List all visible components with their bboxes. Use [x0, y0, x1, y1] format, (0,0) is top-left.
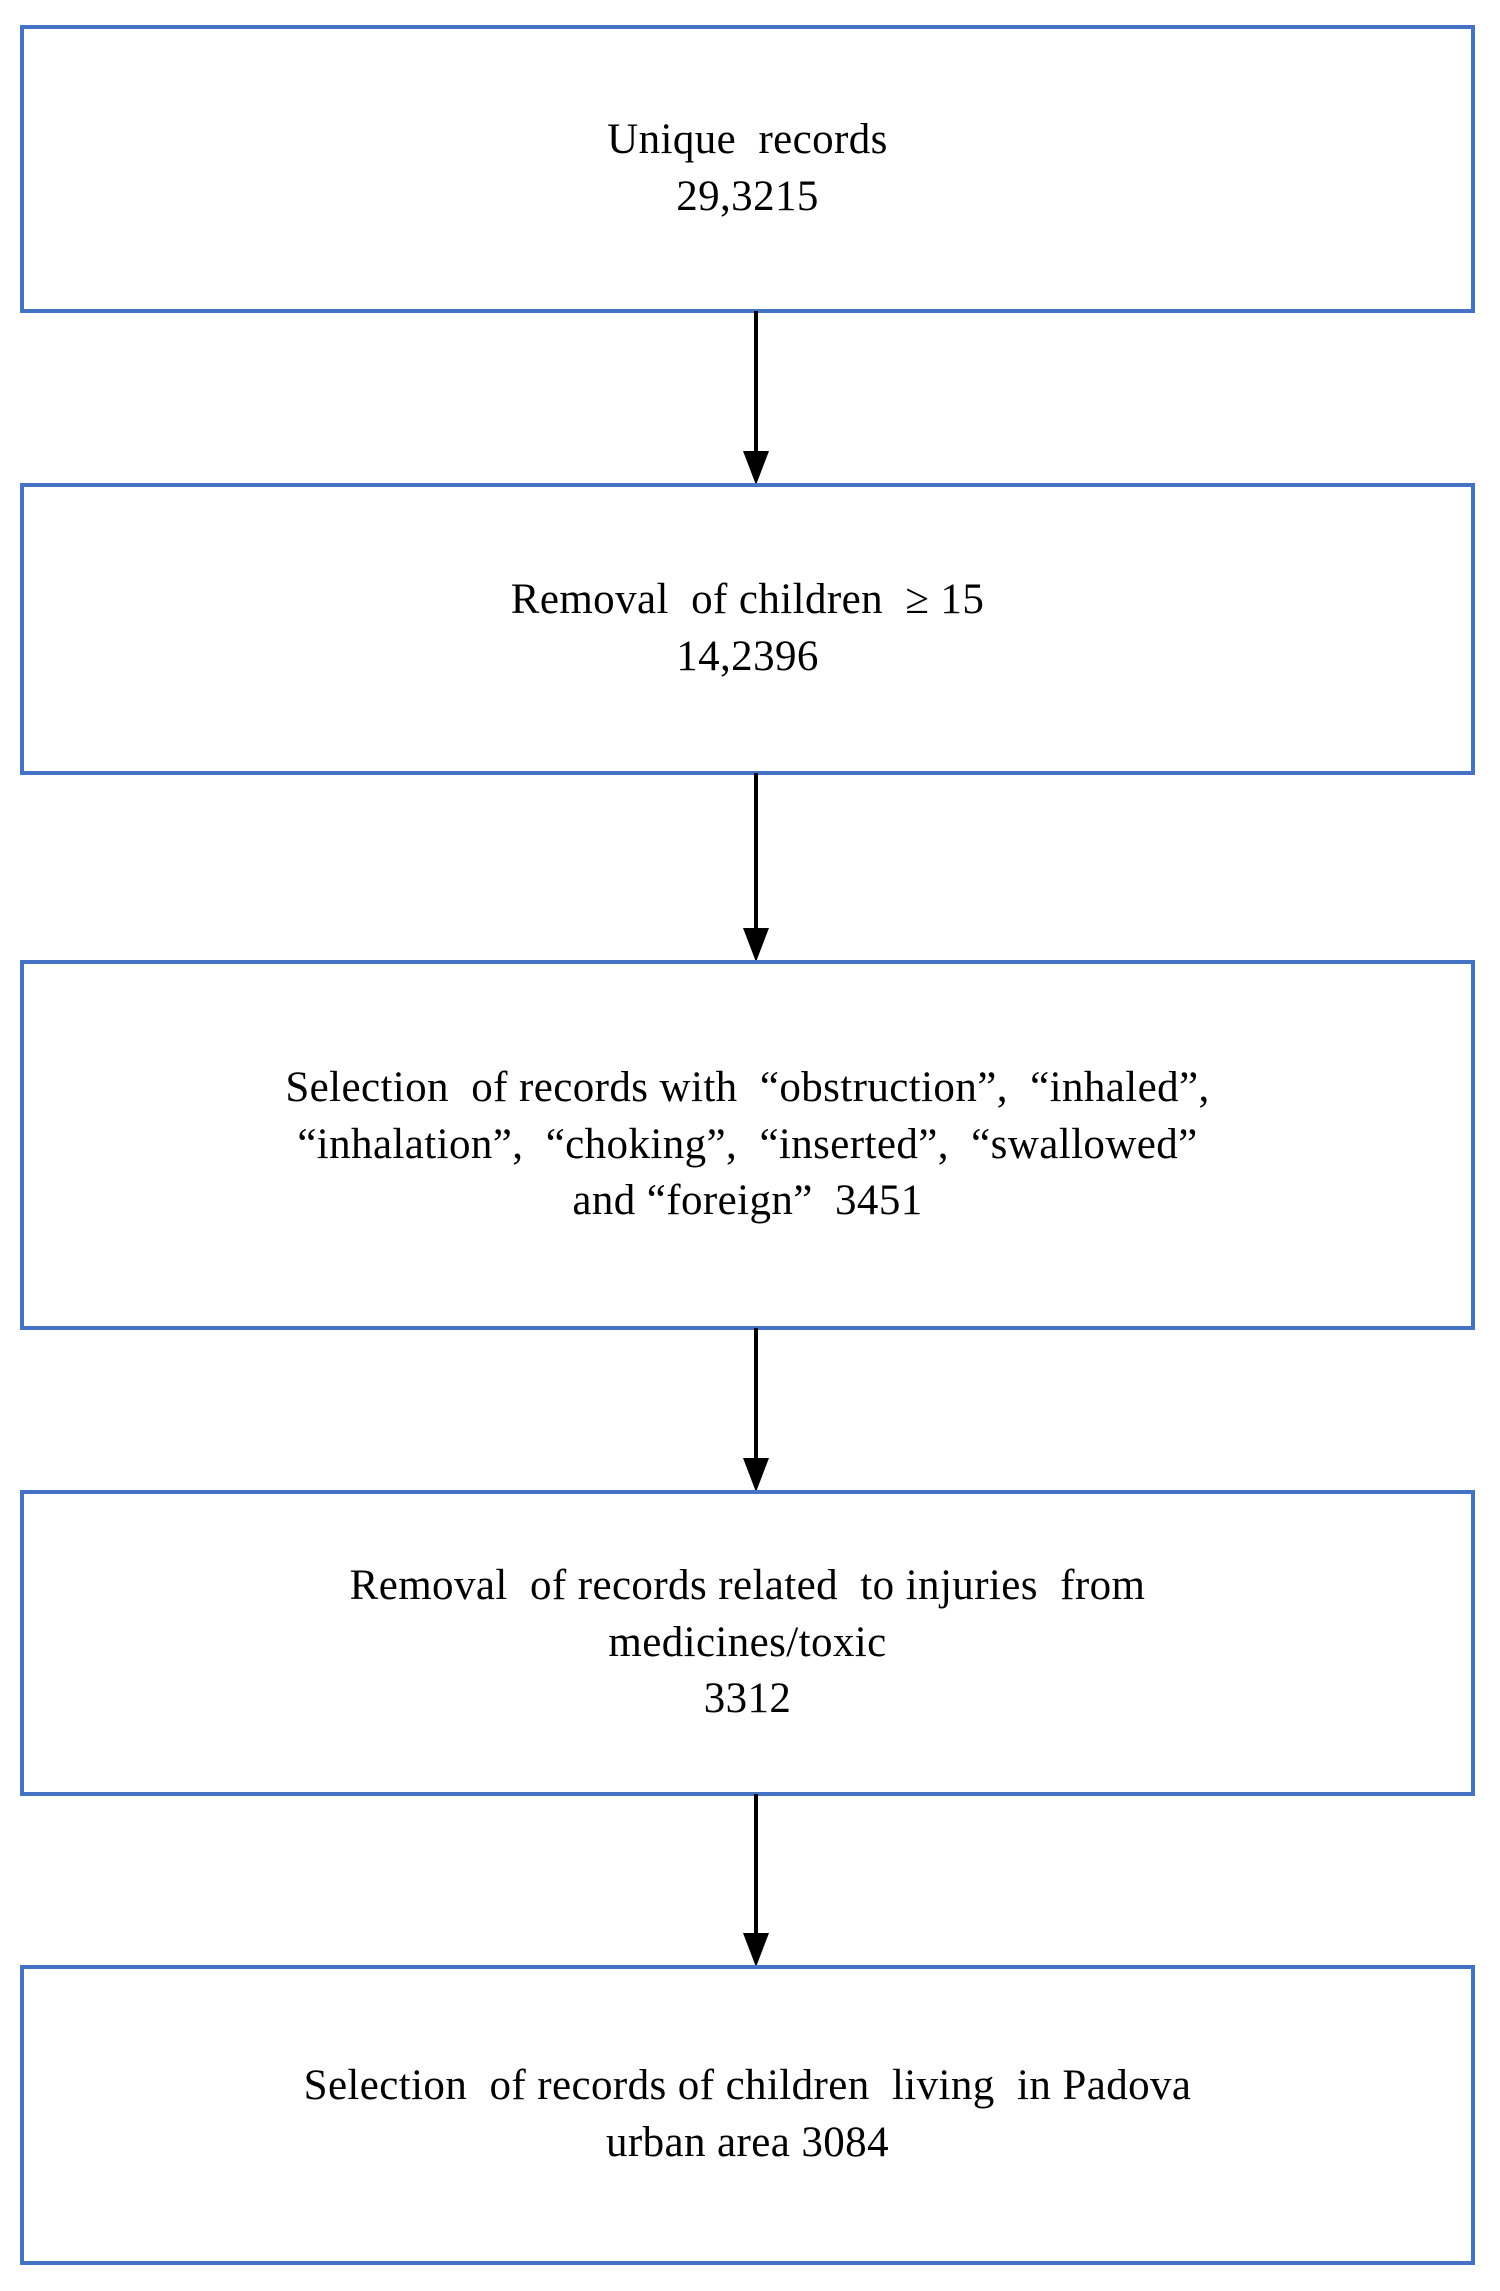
- connector-arrow-4: [736, 1794, 776, 1967]
- flow-box-count: and “foreign” 3451: [572, 1177, 923, 1225]
- flow-box-line: Selection of records with “obstruction”,…: [285, 1063, 1210, 1111]
- flow-box-removal-age: Removal of children ≥ 15 14,2396: [20, 483, 1475, 775]
- flow-box-line: Removal of children ≥ 15: [510, 576, 985, 624]
- flow-box-unique-records: Unique records 29,3215: [20, 25, 1475, 313]
- flow-box-selection-terms: Selection of records with “obstruction”,…: [20, 960, 1475, 1330]
- down-arrow-icon: [743, 773, 769, 962]
- down-arrow-icon: [743, 1328, 769, 1492]
- flow-box-count: urban area 3084: [606, 2119, 889, 2166]
- flow-box-count: 29,3215: [676, 173, 819, 220]
- flow-box-line: medicines/toxic: [608, 1618, 887, 1666]
- connector-arrow-3: [736, 1328, 776, 1492]
- down-arrow-icon: [743, 311, 769, 485]
- flow-box-line: “inhalation”, “choking”, “inserted”, “sw…: [297, 1120, 1198, 1168]
- flow-box-removal-medicine: Removal of records related to injuries f…: [20, 1490, 1475, 1796]
- flow-box-count: 14,2396: [676, 633, 819, 680]
- flow-box-line: Removal of records related to injuries f…: [349, 1561, 1146, 1609]
- flow-box-line: Selection of records of children living …: [303, 2062, 1192, 2110]
- connector-arrow-1: [736, 311, 776, 485]
- flow-box-line: Unique records: [607, 116, 888, 164]
- flow-box-selection-padova: Selection of records of children living …: [20, 1965, 1475, 2265]
- flow-box-count: 3312: [703, 1675, 792, 1723]
- down-arrow-icon: [743, 1794, 769, 1967]
- connector-arrow-2: [736, 773, 776, 962]
